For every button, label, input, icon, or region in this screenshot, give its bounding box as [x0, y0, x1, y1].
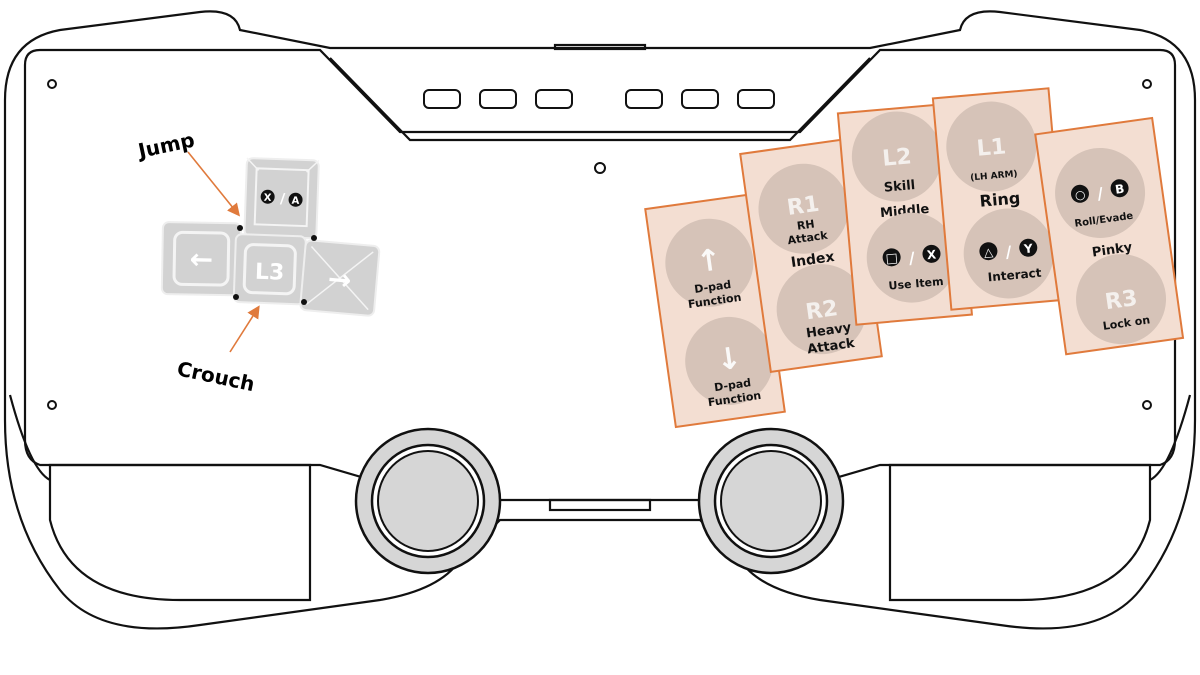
screws — [47, 79, 1152, 410]
r2-action-2: Attack — [806, 336, 856, 358]
center-key-label: L3 — [255, 260, 285, 286]
up-symbol-a: X — [264, 193, 272, 204]
r2-label: R2 — [804, 296, 839, 325]
top-button-6[interactable] — [737, 89, 775, 109]
column-pinky: ○ / B Roll/Evade Pinky R3 Lock on — [1034, 116, 1185, 356]
dpad-down-button[interactable] — [680, 311, 779, 410]
keycap-right[interactable]: → — [299, 239, 381, 317]
interact-label: Interact — [987, 266, 1042, 285]
r1-action-1: RH — [796, 217, 815, 232]
keycap-cluster: X / A ← L3 → — [160, 157, 381, 317]
controller-body — [3, 10, 1197, 630]
right-arrow-glyph: → — [327, 262, 353, 297]
l2-label: L2 — [881, 144, 912, 171]
annotation-jump: Jump — [134, 128, 241, 217]
square-symbol: □ — [885, 251, 899, 267]
r1-button[interactable] — [753, 158, 855, 260]
up-separator: / — [280, 191, 287, 207]
svg-text:Jump: Jump — [134, 128, 197, 164]
top-button-5[interactable] — [681, 89, 719, 109]
column-index: R1 RH Attack Index R2 Heavy Attack — [739, 137, 883, 373]
keycap-up[interactable]: X / A — [243, 157, 320, 240]
top-buttons — [423, 89, 775, 109]
left-joystick[interactable] — [354, 427, 502, 575]
x-symbol: X — [926, 247, 937, 262]
column-ring: L1 (LH ARM) Ring △ / Y Interact — [931, 87, 1069, 311]
r2-button[interactable] — [771, 258, 873, 360]
l1-label: L1 — [976, 134, 1007, 161]
l2-action: Skill — [883, 178, 916, 196]
circle-b-button[interactable] — [1049, 142, 1151, 244]
triangle-y-button[interactable] — [960, 205, 1058, 303]
r3-label: R3 — [1104, 286, 1139, 315]
r3-button[interactable] — [1070, 248, 1172, 350]
left-arrow-glyph: ← — [189, 242, 213, 275]
top-button-3[interactable] — [535, 89, 573, 109]
middle-separator: / — [908, 248, 916, 267]
right-joystick[interactable] — [697, 427, 845, 575]
pinky-separator: / — [1096, 184, 1105, 204]
svg-text:Crouch: Crouch — [175, 356, 257, 396]
l1-button[interactable] — [943, 98, 1041, 196]
dpad-up-label-1: D-pad — [693, 278, 732, 296]
triangle-symbol: △ — [983, 245, 994, 260]
dpad-down-glyph: ↓ — [714, 340, 744, 378]
use-item-label: Use Item — [888, 275, 944, 293]
column-thumb: ↑ D-pad Function ↓ D-pad Function — [644, 192, 786, 429]
up-symbol-b: A — [291, 196, 299, 207]
square-x-button[interactable] — [863, 209, 961, 307]
dpad-up-glyph: ↑ — [694, 242, 724, 280]
keycap-left[interactable]: ← — [160, 221, 242, 297]
y-symbol: Y — [1022, 241, 1033, 256]
dpad-up-button[interactable] — [660, 213, 759, 312]
keycap-center[interactable]: L3 — [232, 233, 307, 306]
top-button-4[interactable] — [625, 89, 663, 109]
top-button-1[interactable] — [423, 89, 461, 109]
l2-button[interactable] — [848, 108, 946, 206]
l1-action: (LH ARM) — [970, 169, 1018, 183]
b-symbol: B — [1114, 182, 1125, 197]
r2-action-1: Heavy — [805, 320, 853, 341]
top-button-2[interactable] — [479, 89, 517, 109]
ring-finger-label: Ring — [979, 188, 1021, 210]
dpad-down-label-1: D-pad — [713, 376, 752, 394]
r1-label: R1 — [785, 192, 820, 221]
annotation-crouch: Crouch — [175, 305, 260, 396]
ring-separator: / — [1005, 242, 1013, 261]
circle-symbol: ○ — [1074, 187, 1086, 202]
r1-action-2: Attack — [787, 229, 829, 248]
